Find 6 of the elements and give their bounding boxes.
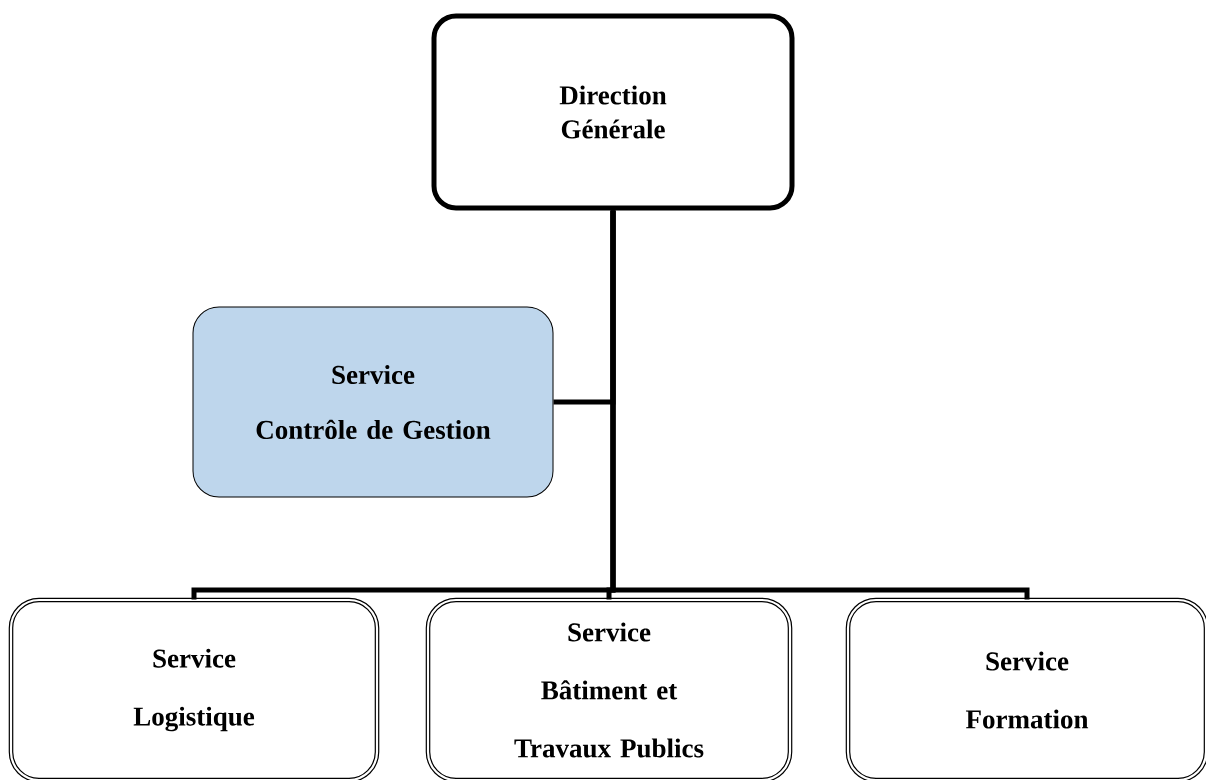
service-box: Service Contrôle de Gestion [192,306,554,498]
service-box: Service Bâtiment et Travaux Publics [425,597,793,780]
service-box: Service Logistique [8,597,380,780]
service-box: Service Formation [845,597,1206,780]
connector-line [610,210,1030,600]
director-box: Direction Générale [431,13,795,211]
